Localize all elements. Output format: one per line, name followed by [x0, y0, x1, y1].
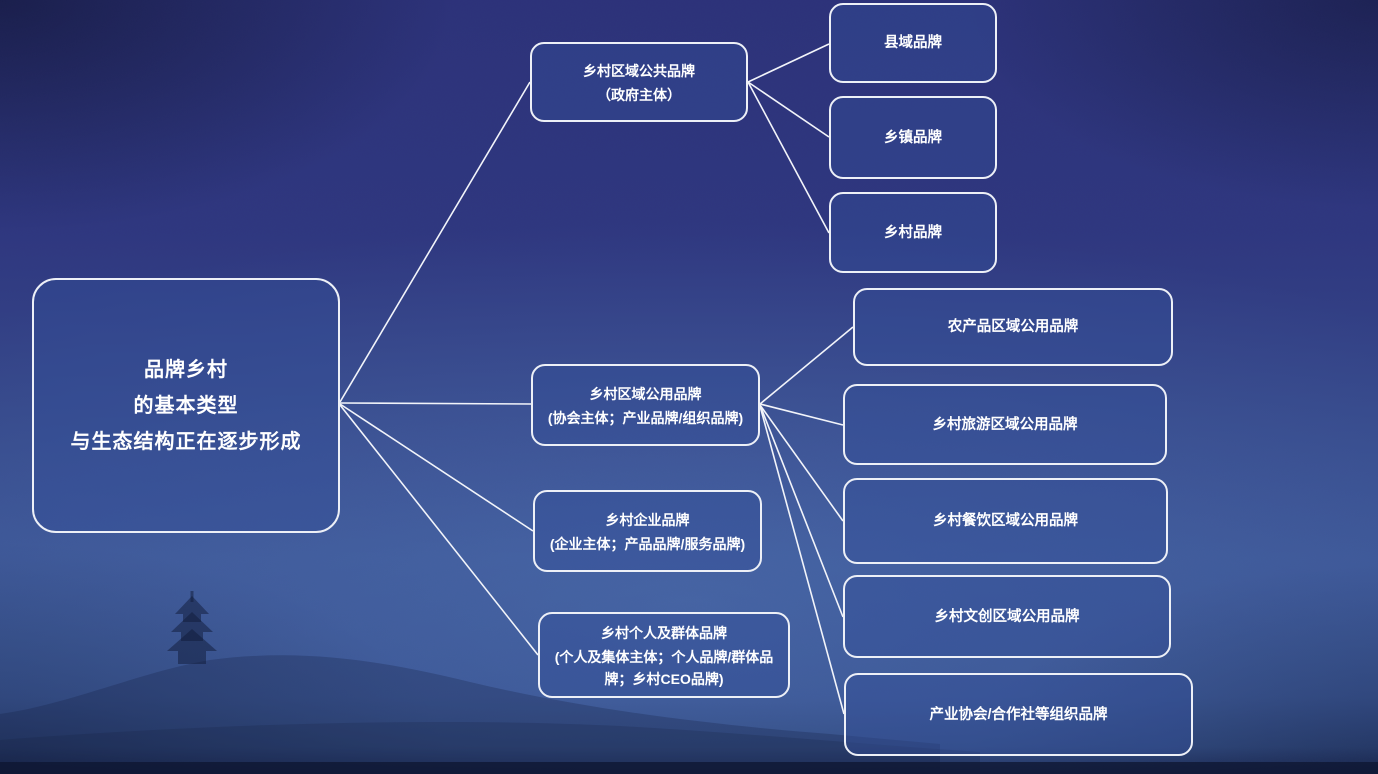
node-title: 农产品区域公用品牌	[947, 319, 1079, 335]
connector-line	[759, 403, 844, 426]
level3-node-county-brand: 县域品牌	[829, 3, 997, 83]
level3-node-village-brand: 乡村品牌	[829, 192, 997, 273]
node-title: 乡村品牌	[884, 224, 942, 241]
root-node-brand-village-types: 品牌乡村 的基本类型 与生态结构正在逐步形成	[32, 278, 340, 533]
level3-node-township-brand: 乡镇品牌	[829, 96, 997, 179]
node-subtitle: (个人及集体主体；个人品牌/群体品牌；乡村CEO品牌)	[554, 648, 774, 687]
connector-line	[339, 81, 531, 403]
connector-line	[747, 81, 830, 234]
level3-node-rural-cultural-creative-brand: 乡村文创区域公用品牌	[843, 575, 1171, 658]
node-title: 乡村个人及群体品牌	[601, 624, 727, 641]
hill-silhouette	[0, 655, 940, 774]
node-title: 产业协会/合作社等组织品牌	[929, 706, 1108, 723]
hill-silhouette-soft	[0, 721, 980, 774]
node-title: 乡村区域公共品牌	[583, 62, 695, 79]
level3-node-rural-tourism-regional-brand: 乡村旅游区域公用品牌	[843, 384, 1167, 465]
level2-node-individual-group-brand: 乡村个人及群体品牌 (个人及集体主体；个人品牌/群体品牌；乡村CEO品牌)	[538, 612, 790, 698]
node-title: 乡村文创区域公用品牌	[934, 608, 1080, 625]
connector-line	[759, 326, 854, 405]
node-title: 乡村餐饮区域公用品牌	[933, 513, 1078, 529]
node-subtitle: (企业主体；产品品牌/服务品牌)	[549, 535, 746, 552]
level3-node-agriproduct-regional-brand: 农产品区域公用品牌	[853, 288, 1173, 366]
connector-line	[747, 81, 830, 138]
node-title: 乡村旅游区域公用品牌	[932, 416, 1078, 433]
pagoda-silhouette	[167, 591, 217, 664]
node-title: 乡镇品牌	[884, 129, 942, 146]
node-title: 乡村企业品牌	[605, 511, 690, 528]
bottom-edge-strip	[0, 762, 1378, 774]
level3-node-industry-association-coop-brand: 产业协会/合作社等组织品牌	[844, 673, 1193, 756]
level2-node-village-enterprise-brand: 乡村企业品牌 (企业主体；产品品牌/服务品牌)	[533, 490, 762, 572]
node-title: 乡村区域公用品牌	[589, 385, 702, 402]
root-node-line: 与生态结构正在逐步形成	[70, 430, 302, 453]
connector-line	[339, 404, 539, 656]
level2-node-regional-public-brand-gov: 乡村区域公共品牌 （政府主体）	[530, 42, 748, 122]
root-node-line: 品牌乡村	[144, 358, 228, 381]
node-title: 县域品牌	[884, 35, 942, 51]
connector-line	[339, 403, 534, 532]
level2-node-regional-common-brand-assoc: 乡村区域公用品牌 (协会主体；产业品牌/组织品牌)	[531, 364, 760, 446]
node-subtitle: （政府主体）	[597, 86, 681, 103]
connector-line	[759, 405, 845, 715]
connector-line	[759, 404, 844, 618]
connector-line	[747, 43, 830, 83]
connector-line	[339, 402, 532, 405]
connector-line	[759, 404, 844, 522]
root-node-line: 的基本类型	[133, 394, 239, 417]
level3-node-rural-catering-regional-brand: 乡村餐饮区域公用品牌	[843, 478, 1168, 564]
node-subtitle: (协会主体；产业品牌/组织品牌)	[547, 409, 744, 426]
